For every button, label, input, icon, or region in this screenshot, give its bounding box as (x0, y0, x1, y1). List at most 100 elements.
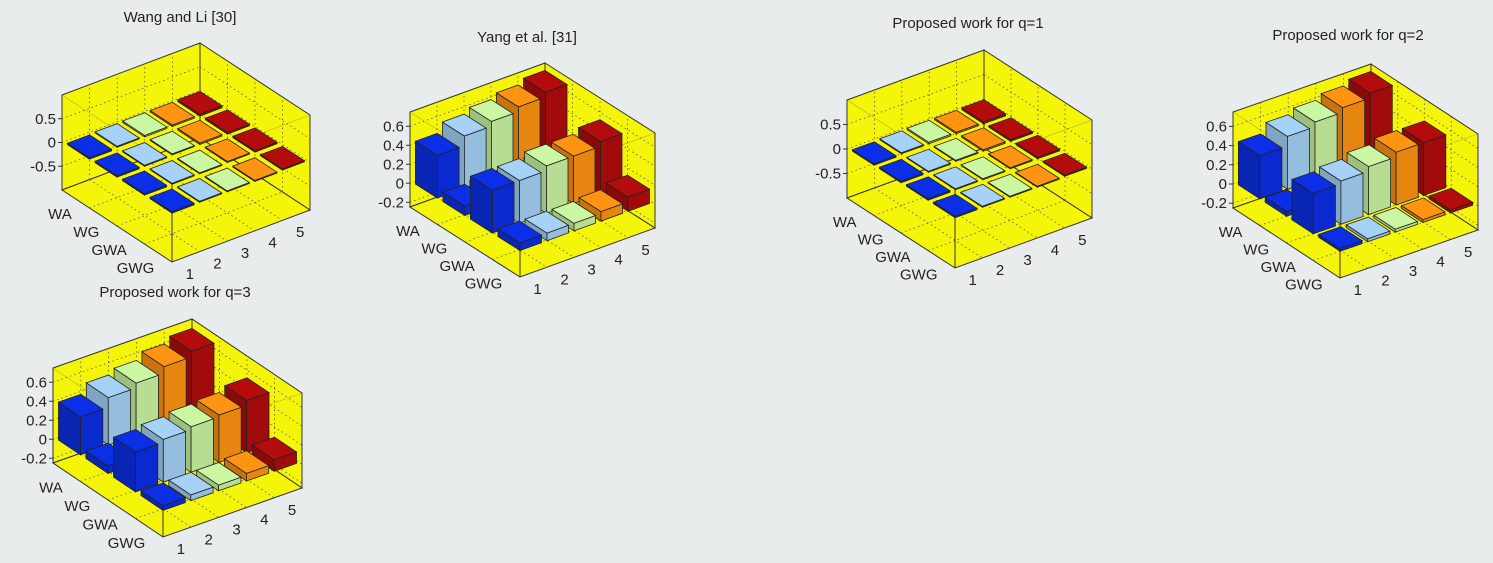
grid-line (927, 200, 1066, 251)
bar-front-face (1368, 158, 1391, 216)
row-label: GWA (91, 242, 126, 259)
z-tick-label: -0.2 (378, 194, 404, 211)
bar-GWG-5 (605, 174, 651, 213)
bar-top-face (1292, 99, 1338, 123)
grid-line (983, 98, 1093, 170)
bar-top-face (1014, 163, 1061, 187)
bar-GWG-2 (959, 183, 1006, 208)
bar-top-face (522, 70, 568, 93)
bar-top-face (149, 160, 196, 184)
bar-top-face (961, 99, 1007, 123)
col-label: 3 (232, 522, 240, 539)
grid-line (144, 191, 283, 245)
bar-WA-5 (961, 99, 1007, 125)
col-label: 4 (1436, 253, 1444, 270)
bar-top-face (176, 178, 223, 202)
bar-top-face (495, 84, 541, 108)
bar-top-face (1237, 133, 1283, 157)
bar-top-face (94, 152, 140, 177)
bar-top-face (960, 127, 1007, 151)
z-tick-label: -0.5 (815, 166, 841, 183)
chart-panel-4: Proposed work for q=20.60.40.20-0.2WAWGG… (1201, 27, 1480, 299)
chart-title: Yang et al. [31] (477, 29, 577, 46)
bar-WG-2 (121, 142, 168, 167)
bar-top-face (140, 482, 187, 507)
z-tick-label: 0 (1219, 176, 1227, 193)
z-tick-label: 0.2 (383, 156, 404, 173)
bar-top-face (1015, 134, 1061, 158)
bar-top-face (550, 133, 596, 157)
bar-top-face (204, 167, 251, 192)
grid-line (61, 66, 201, 120)
bar-top-face (468, 99, 514, 122)
z-tick-label: 0 (396, 175, 404, 192)
bar-top-face (204, 109, 251, 134)
col-label: 3 (587, 262, 595, 279)
row-label: GWG (1285, 276, 1323, 293)
bar-top-face (94, 123, 141, 147)
bar-WG-1 (94, 152, 140, 178)
row-label: WA (396, 223, 420, 240)
bar-top-face (933, 109, 980, 133)
bar-WG-1 (878, 158, 924, 184)
bar-top-face (959, 183, 1006, 207)
col-label: 1 (969, 272, 977, 289)
z-tick-label: 0.2 (1206, 157, 1227, 174)
col-label: 1 (177, 541, 185, 558)
row-label: GWG (117, 260, 155, 277)
bar-GWG-3 (195, 462, 242, 492)
bar-top-face (905, 176, 951, 200)
z-tick-label: 0.6 (383, 118, 404, 135)
row-label: GWA (1261, 259, 1296, 276)
bar-top-face (1347, 71, 1394, 94)
col-label: 2 (205, 531, 213, 548)
bar-top-face (85, 374, 132, 399)
bar-front-face (162, 430, 187, 483)
bar-top-face (905, 148, 952, 172)
row-label: GWA (82, 516, 117, 533)
chart-title: Proposed work for q=1 (892, 15, 1043, 32)
bar-top-face (932, 166, 979, 190)
bar-top-face (140, 416, 187, 440)
col-label: 4 (614, 252, 622, 269)
bar-WG-5 (988, 117, 1034, 143)
bar-top-face (223, 377, 270, 401)
bar-top-face (232, 127, 278, 152)
bar-top-face (878, 130, 925, 154)
bar-GWG-3 (987, 173, 1033, 198)
bar-GWG-5 (259, 145, 306, 171)
col-label: 1 (533, 281, 541, 298)
grid-line (464, 192, 601, 243)
bar-front-face (135, 443, 159, 493)
col-label: 5 (641, 242, 649, 259)
bar-WA-4 (149, 101, 196, 128)
bar-top-face (496, 158, 542, 181)
col-label: 1 (186, 266, 194, 283)
bar-top-face (524, 210, 570, 234)
bar-top-face (113, 359, 160, 384)
bar-top-face (204, 138, 251, 162)
bar-top-face (469, 167, 515, 191)
bar-top-face (932, 193, 978, 217)
bar-WA-3 (121, 112, 168, 138)
col-label: 2 (213, 255, 221, 272)
row-label: WG (858, 231, 884, 248)
bar-GWG-4 (223, 450, 270, 482)
bar-top-face (414, 132, 460, 156)
row-label: GWA (439, 258, 474, 275)
bar-top-face (149, 101, 196, 126)
bar-GWA-3 (960, 156, 1006, 181)
bar-GWG-1 (496, 220, 543, 252)
z-tick-label: 0.6 (1206, 118, 1227, 135)
z-tick-label: -0.2 (21, 450, 47, 467)
bar-WG-2 (905, 148, 952, 173)
bar-GWA-1 (121, 170, 168, 196)
col-label: 4 (268, 235, 276, 252)
bar-top-face (851, 141, 897, 165)
z-tick-label: 0.4 (1206, 138, 1227, 155)
bar-top-face (878, 158, 924, 182)
bar-top-face (223, 450, 270, 474)
